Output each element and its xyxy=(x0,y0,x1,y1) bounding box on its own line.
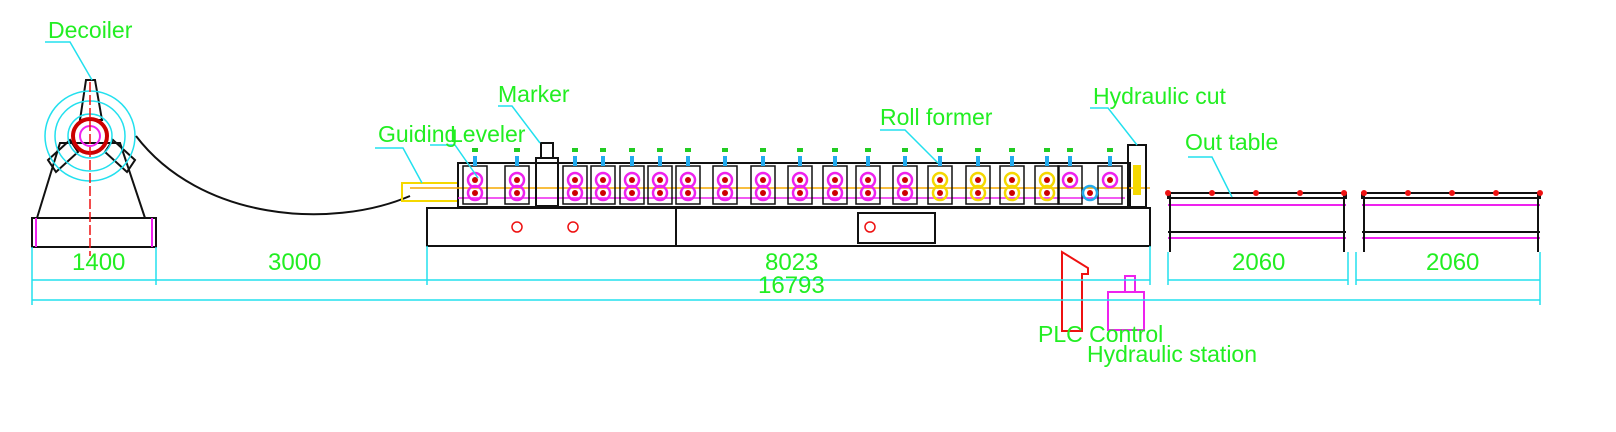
out-table-1 xyxy=(1167,192,1347,252)
steel-strip xyxy=(135,135,411,216)
roll-station xyxy=(590,148,616,205)
roll-station xyxy=(562,148,588,205)
lower-roll xyxy=(1081,184,1099,202)
label-out-table: Out table xyxy=(1185,129,1278,155)
hydraulic-station xyxy=(1107,275,1145,331)
motor xyxy=(857,212,936,244)
table-roller xyxy=(1361,190,1367,196)
label-hydraulic-cut: Hydraulic cut xyxy=(1093,83,1227,109)
dim-gap: 3000 xyxy=(268,249,321,276)
table-roller xyxy=(1405,190,1411,196)
dim-machine-length: 8023 xyxy=(765,249,818,276)
table-roller xyxy=(1449,190,1455,196)
label-decoiler: Decoiler xyxy=(48,17,133,43)
roll-station xyxy=(892,148,918,205)
roll-station xyxy=(619,148,645,205)
roll-station xyxy=(787,148,813,205)
dim-out-table-1: 2060 xyxy=(1232,249,1285,276)
roll-station xyxy=(750,148,776,205)
table-roller xyxy=(1493,190,1499,196)
table-roller xyxy=(1297,190,1303,196)
roll-station xyxy=(712,148,738,205)
dimension-lines xyxy=(31,246,1541,305)
table-roller xyxy=(1253,190,1259,196)
decoiler-base xyxy=(31,217,157,248)
roll-forming-machine xyxy=(401,142,1151,247)
roll-station xyxy=(1057,148,1083,205)
roll-station xyxy=(1034,148,1060,205)
label-hydraulic-station: Hydraulic station xyxy=(1087,341,1257,367)
roll-station xyxy=(855,148,881,205)
plc-control-cabinet xyxy=(1061,250,1089,332)
table-roller xyxy=(1165,190,1171,196)
roll-station xyxy=(1097,148,1123,205)
roll-station xyxy=(822,148,848,205)
decoiler xyxy=(31,79,411,256)
table-roller xyxy=(1209,190,1215,196)
machine-base xyxy=(426,207,1151,247)
dim-out-table-2: 2060 xyxy=(1426,249,1479,276)
out-table-2 xyxy=(1361,192,1541,252)
roll-station xyxy=(999,148,1025,205)
guiding-device xyxy=(401,182,459,202)
roll-station xyxy=(927,148,953,205)
label-plc-control: PLC Control xyxy=(1038,321,1163,347)
table-roller xyxy=(1341,190,1347,196)
label-roll-former: Roll former xyxy=(880,104,993,130)
leader-lines xyxy=(45,41,1233,198)
table-roller xyxy=(1537,190,1543,196)
roll-station xyxy=(462,148,488,205)
label-leveler: Leveler xyxy=(450,121,526,147)
label-marker: Marker xyxy=(498,81,570,107)
label-guiding: Guiding xyxy=(378,121,457,147)
dim-decoiler-width: 1400 xyxy=(72,249,125,276)
roll-station xyxy=(647,148,673,205)
marker-unit xyxy=(535,157,559,207)
roll-station xyxy=(504,148,530,205)
roll-station xyxy=(675,148,701,205)
dim-total-length: 16793 xyxy=(758,272,825,299)
roll-station xyxy=(965,148,991,205)
